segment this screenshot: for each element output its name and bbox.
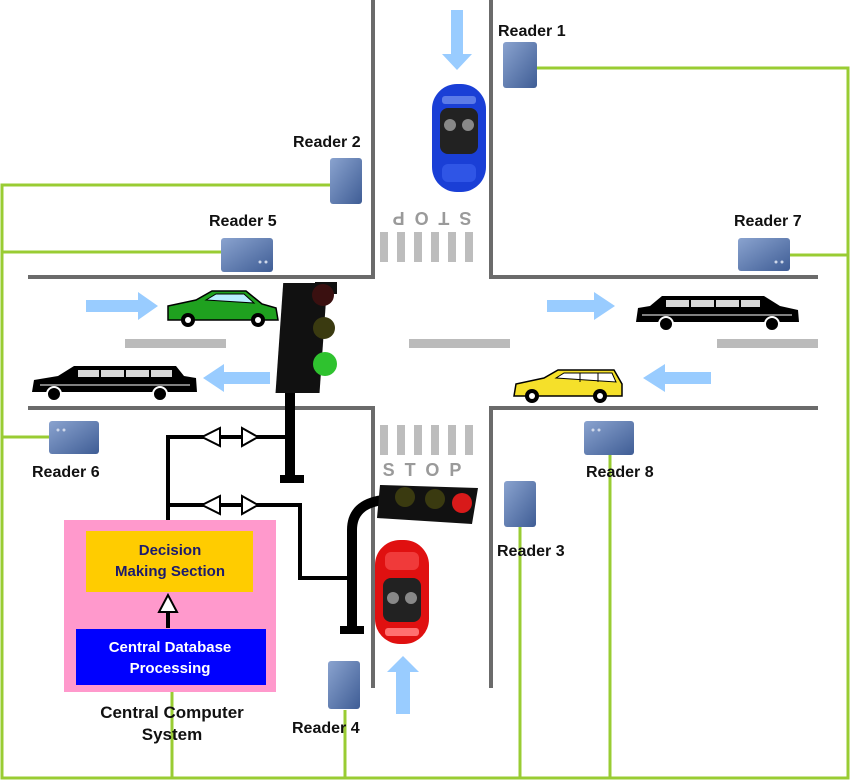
arrow-west-icon [643,364,711,392]
database-line-2: Processing [130,660,211,677]
arrow-east-icon [86,292,158,320]
crosswalk-bottom [380,425,473,455]
direction-arrows [86,10,711,714]
reader-3-label: Reader 3 [497,543,565,560]
reader-4-label: Reader 4 [292,720,360,737]
reader-2-label: Reader 2 [293,134,361,151]
signal-diodes [199,426,261,516]
stop-text-bottom: STOP [383,460,472,480]
red-signal-icon [452,493,472,513]
arrow-north-icon [387,656,419,714]
reader-5-icon [221,238,273,272]
reader-7-icon [738,238,790,271]
traffic-light-east [340,485,478,634]
up-arrow-icon [157,592,179,613]
reader-4-icon [328,661,360,709]
system-line-2: System [142,725,202,744]
reader-1-icon [503,42,537,88]
lane-dividers [125,339,818,348]
reader-8-icon [584,421,634,455]
system-line-1: Central Computer [100,703,244,722]
traffic-light-north [275,282,337,483]
car-limo-right-icon [636,296,799,332]
reader-6-icon [49,421,99,454]
road-edges [28,0,818,688]
decision-line-1: Decision [139,542,202,559]
car-green-icon [167,290,279,327]
car-blue-icon [432,84,486,192]
crosswalk-top [380,232,473,262]
car-limo-left-icon [32,366,197,402]
reader-1-label: Reader 1 [498,23,566,40]
reader-2-icon [330,158,362,204]
reader-5-label: Reader 5 [209,213,277,230]
green-signal-icon [313,352,337,376]
arrow-east-icon [547,292,615,320]
central-computer-system: Decision Making Section Central Database… [64,520,276,692]
decision-making-box [86,531,253,592]
central-database-box [76,629,266,685]
car-red-icon [375,540,429,644]
reader-7-label: Reader 7 [734,213,802,230]
reader-3-icon [504,481,536,527]
reader-6-label: Reader 6 [32,464,100,481]
decision-line-2: Making Section [115,563,225,580]
car-yellow-icon [513,369,623,403]
arrow-south-icon [442,10,472,70]
arrow-west-icon [203,364,270,392]
stop-text-top: STOP [383,208,472,228]
reader-wiring [0,66,850,780]
database-line-1: Central Database [109,639,232,656]
reader-8-label: Reader 8 [586,464,654,481]
